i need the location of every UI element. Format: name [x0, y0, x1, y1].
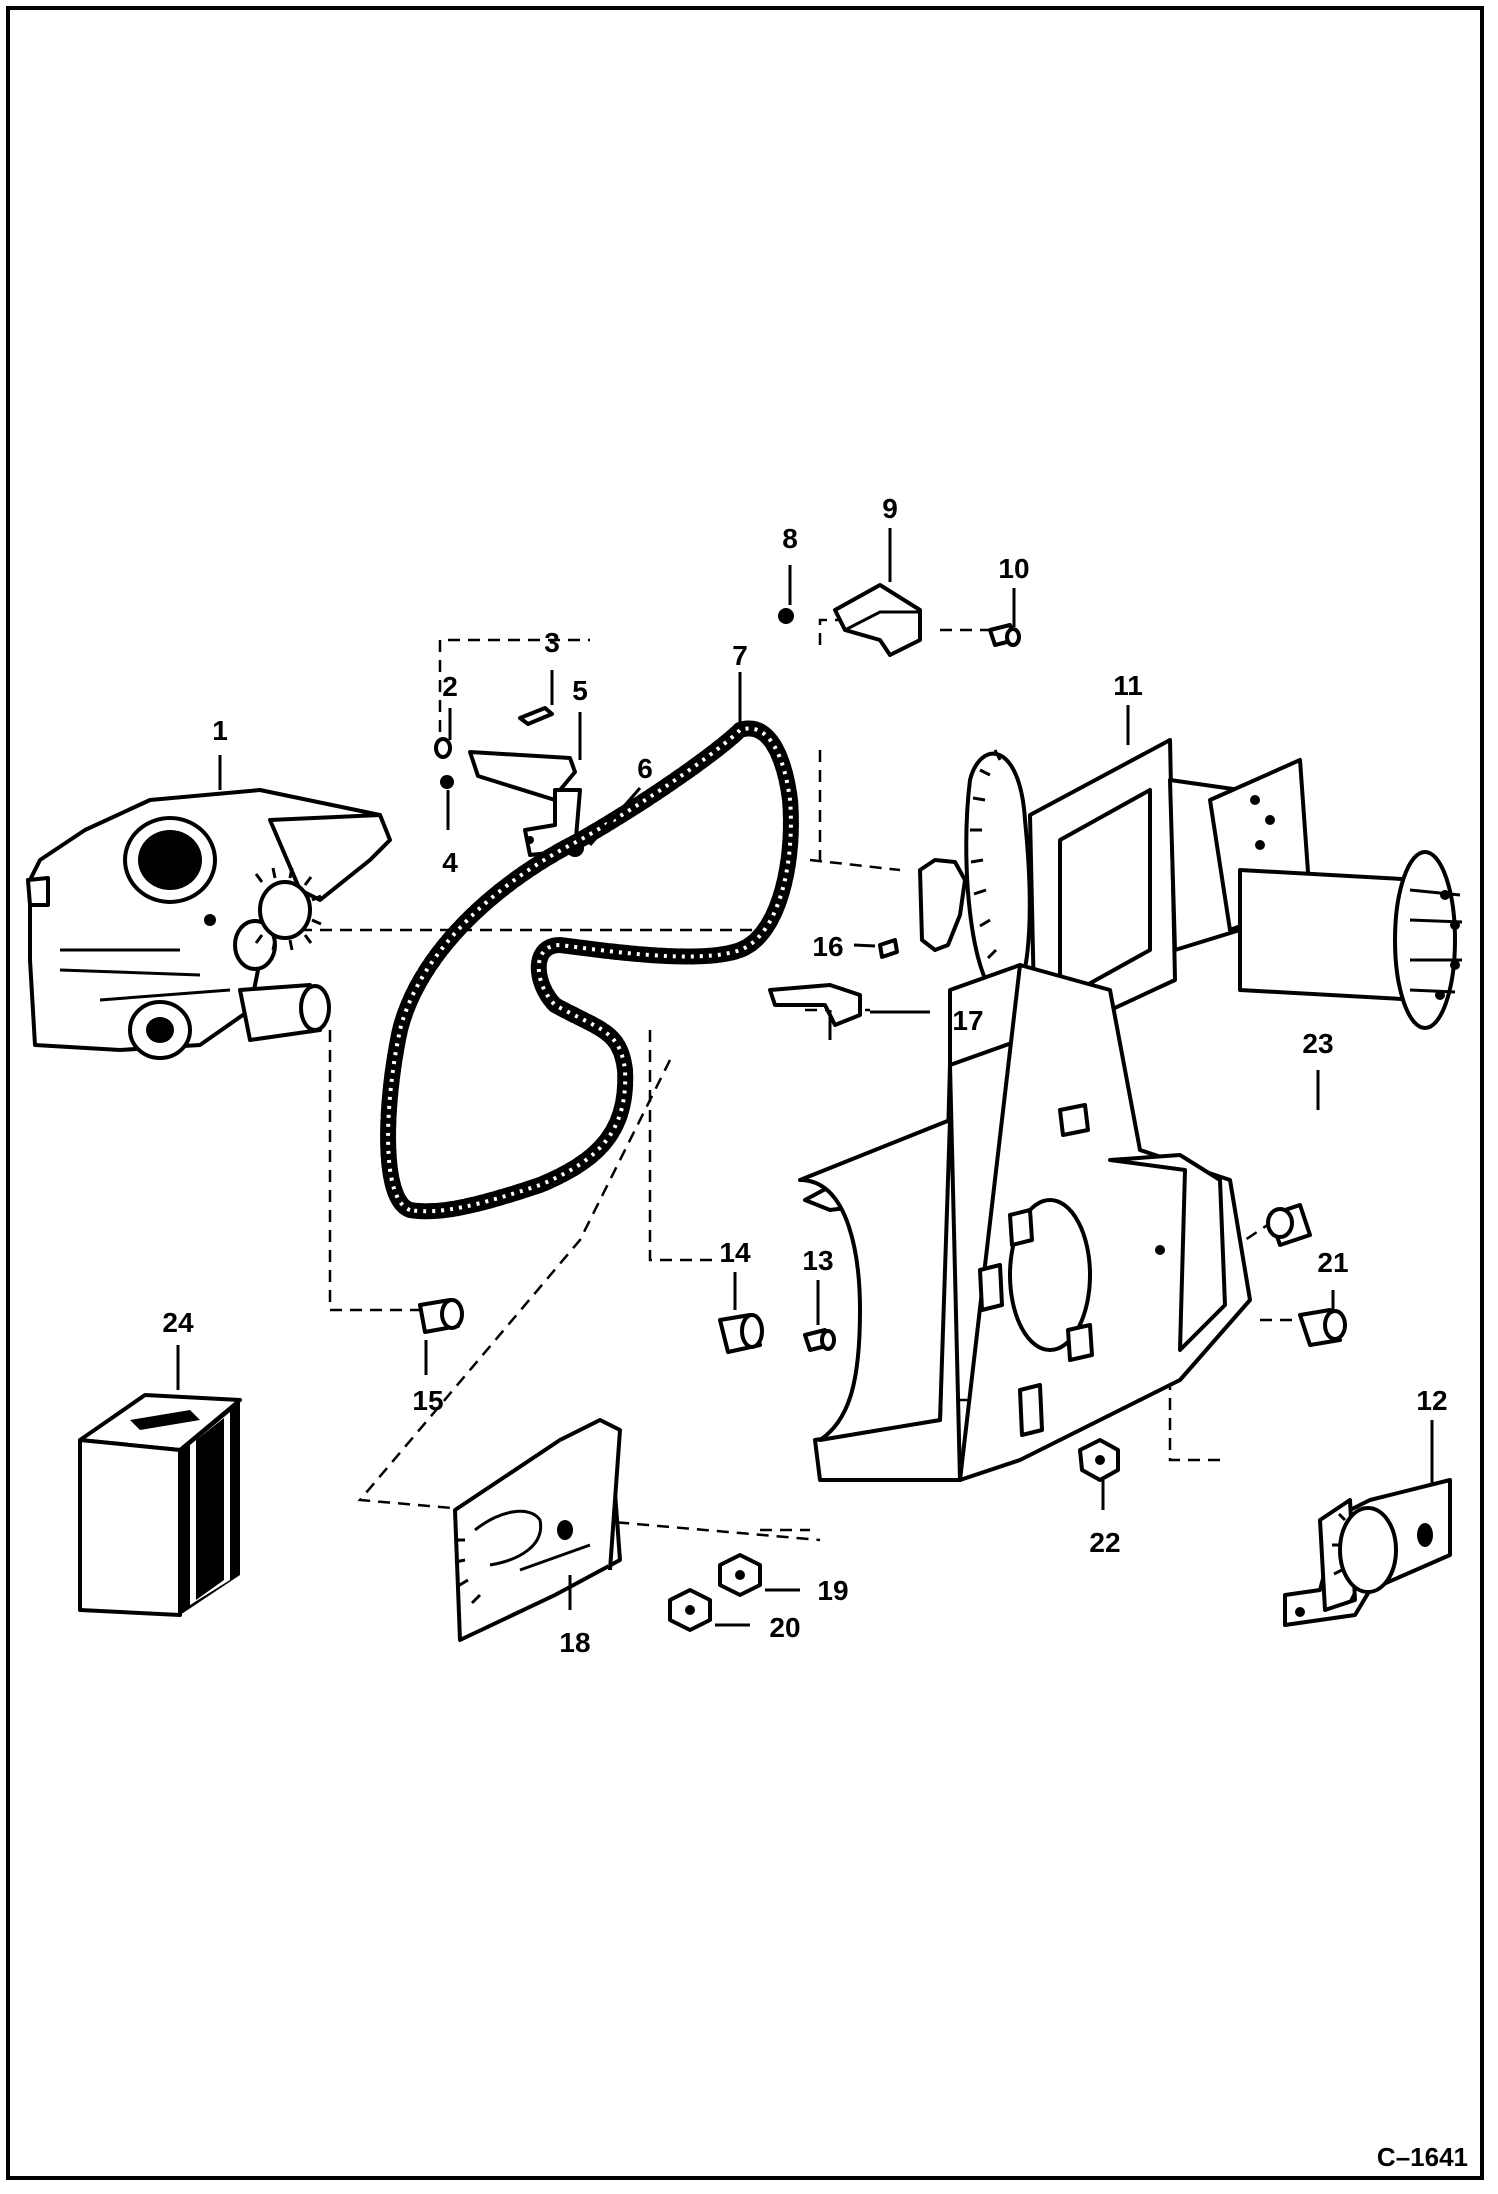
- callout-12: 12: [1416, 1385, 1447, 1416]
- callout-8: 8: [782, 523, 798, 554]
- parts-8-10-chain-guide: [778, 583, 1021, 657]
- callout-2: 2: [442, 671, 458, 702]
- part-7-roller-chain: [380, 720, 799, 1220]
- callout-19: 19: [817, 1575, 848, 1606]
- callout-13: 13: [802, 1245, 833, 1276]
- callout-21: 21: [1317, 1247, 1348, 1278]
- callout-11: 11: [1113, 670, 1143, 701]
- callout-23: 23: [1302, 1028, 1333, 1059]
- parts-19-20-nuts: [668, 1553, 762, 1632]
- callout-15: 15: [412, 1385, 443, 1416]
- callout-10: 10: [998, 553, 1029, 584]
- callout-17: 17: [952, 1005, 983, 1036]
- callout-14: 14: [719, 1237, 751, 1268]
- part-12-idler-bracket: [1283, 1478, 1452, 1627]
- callout-7: 7: [732, 640, 748, 671]
- parts-21-23-bolts-and-nut: [1078, 1203, 1347, 1482]
- callout-numbers: 1 2 3 4 5 6 7 8 9 10 11 12 13 14 15 16 1…: [162, 493, 1447, 1658]
- diagram-border: [6, 6, 1484, 2180]
- callout-24: 24: [162, 1307, 194, 1338]
- part-24-kit-box: [78, 1393, 242, 1617]
- chaincase-frame: [798, 963, 1252, 1482]
- part-1-motor-gearbox: [26, 788, 392, 1060]
- part-18-idler-sprocket-bracket: [453, 1418, 622, 1642]
- callout-5: 5: [572, 675, 588, 706]
- parts-13-15-bolts: [418, 1298, 836, 1354]
- callout-4: 4: [442, 847, 458, 878]
- callout-22: 22: [1089, 1527, 1120, 1558]
- parts-16-17-bolt-and-guide: [768, 938, 899, 1040]
- callout-16: 16: [812, 931, 843, 962]
- callout-18: 18: [559, 1627, 590, 1658]
- callout-6: 6: [637, 753, 653, 784]
- callout-leaders: [176, 528, 1434, 1627]
- callout-9: 9: [882, 493, 898, 524]
- part-11-axle-housing: [918, 738, 1463, 1047]
- parts-2-6-bracket-hardware: [434, 706, 584, 857]
- drawing-code: C–1641: [1377, 2142, 1468, 2172]
- callout-20: 20: [769, 1612, 800, 1643]
- callout-1: 1: [212, 715, 228, 746]
- callout-3: 3: [544, 627, 560, 658]
